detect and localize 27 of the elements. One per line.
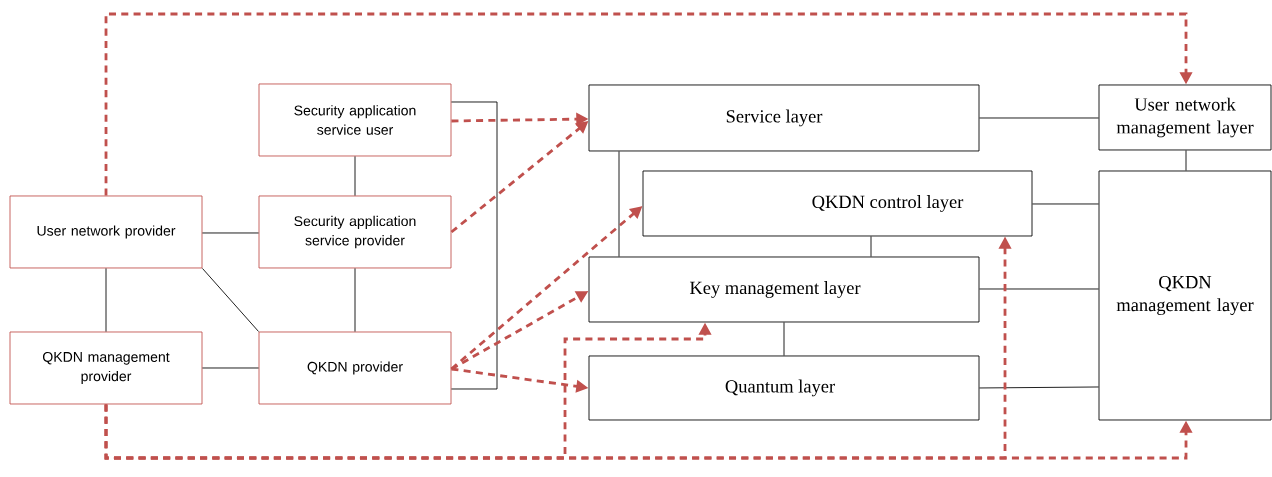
connector-line xyxy=(979,288,1099,290)
connector-line xyxy=(202,367,259,369)
connector-line xyxy=(1032,203,1099,205)
provider-box: Security application service provider xyxy=(258,195,452,269)
connector-line xyxy=(979,117,1099,119)
connector-line xyxy=(1185,150,1187,171)
layer-box: User network management layer xyxy=(1098,84,1272,151)
connector-line xyxy=(354,156,356,196)
connector-line xyxy=(618,151,620,257)
provider-box: QKDN provider xyxy=(258,331,452,405)
connector-line xyxy=(870,236,872,257)
arrow xyxy=(104,12,1193,196)
connector-line xyxy=(202,232,259,234)
layer-box: Service layer xyxy=(588,84,980,152)
provider-box: User network provider xyxy=(9,195,203,269)
layer-box: Quantum layer xyxy=(588,355,980,421)
connector-line xyxy=(202,268,259,332)
layer-box: QKDN control layer xyxy=(642,170,1033,237)
layer-box: QKDN management layer xyxy=(1098,170,1272,421)
connector-line xyxy=(105,268,107,332)
connector-line xyxy=(354,268,356,332)
provider-box: QKDN management provider xyxy=(9,331,203,405)
connector-line xyxy=(783,322,785,356)
connector-line xyxy=(451,101,498,390)
provider-box: Security application service user xyxy=(258,83,452,157)
layer-box: Key management layer xyxy=(588,256,980,323)
connector-line xyxy=(979,386,1099,389)
